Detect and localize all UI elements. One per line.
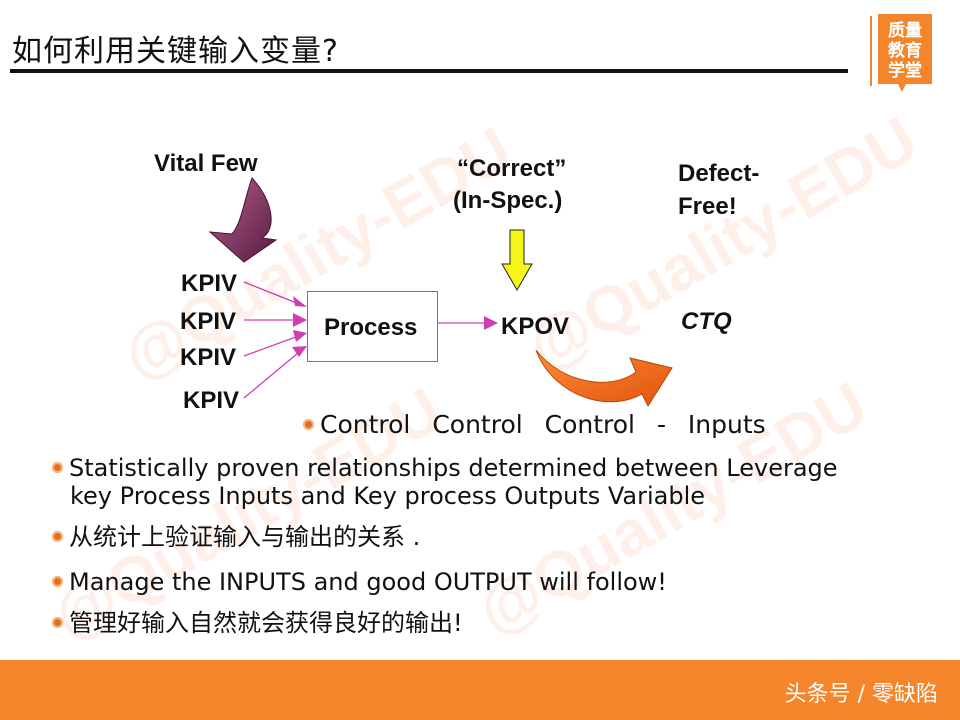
vital-few-arrow — [208, 177, 278, 263]
footer-attribution: 头条号 / 零缺陷 — [784, 682, 938, 707]
correct-arrow — [501, 229, 533, 292]
quality-edu-logo: 质量 教育 学堂 — [870, 14, 932, 92]
slide-title: 如何利用关键输入变量? — [12, 34, 339, 69]
correct-label: “Correct” — [457, 155, 567, 182]
bullet-text: key Process Inputs and Key process Outpu… — [70, 482, 706, 510]
bullet-icon — [303, 418, 314, 430]
bullet-text: Statistically proven relationships deter… — [69, 454, 838, 482]
bullet-item-1-cont: key Process Inputs and Key process Outpu… — [70, 482, 705, 511]
bullet-icon — [52, 461, 63, 473]
bullet-icon — [52, 575, 63, 587]
kpiv-label-2: KPIV — [180, 308, 237, 335]
bullet-icon — [52, 616, 63, 628]
defect-label: Defect- — [678, 160, 760, 187]
kpov-label: KPOV — [501, 313, 570, 340]
control-inputs-line: Control Control Control - Inputs — [303, 410, 766, 439]
bullet-icon — [52, 530, 63, 542]
kpov-ctq-arrow — [535, 349, 673, 408]
vital-few-label: Vital Few — [154, 150, 258, 177]
kpiv-arrowheads — [292, 296, 307, 357]
bullet-item-3: Manage the INPUTS and good OUTPUT will f… — [52, 568, 667, 597]
in-spec-label: (In-Spec.) — [453, 187, 563, 214]
bullet-text: 从统计上验证输入与输出的关系 . — [69, 523, 421, 551]
kpiv-label-3: KPIV — [180, 344, 237, 371]
bullet-text: 管理好输入自然就会获得良好的输出! — [69, 609, 463, 637]
bullet-item-2: 从统计上验证输入与输出的关系 . — [52, 523, 420, 552]
process-output-arrowhead — [484, 316, 498, 330]
process-label: Process — [324, 314, 418, 341]
title-divider — [10, 69, 848, 73]
kpiv-label-4: KPIV — [183, 387, 240, 414]
kpiv-label-1: KPIV — [181, 270, 238, 297]
logo-text-3: 学堂 — [888, 60, 922, 81]
bullet-text: Manage the INPUTS and good OUTPUT will f… — [69, 568, 667, 596]
free-label: Free! — [678, 193, 737, 220]
ctq-label: CTQ — [681, 308, 732, 335]
process-box — [307, 291, 438, 362]
bullet-item-1: Statistically proven relationships deter… — [52, 454, 838, 483]
logo-text-1: 质量 — [888, 20, 922, 41]
logo-text-2: 教育 — [887, 40, 922, 61]
control-inputs-text: Control Control Control - Inputs — [320, 410, 766, 439]
bullet-item-4: 管理好输入自然就会获得良好的输出! — [52, 609, 463, 638]
footer-bar — [0, 660, 960, 720]
